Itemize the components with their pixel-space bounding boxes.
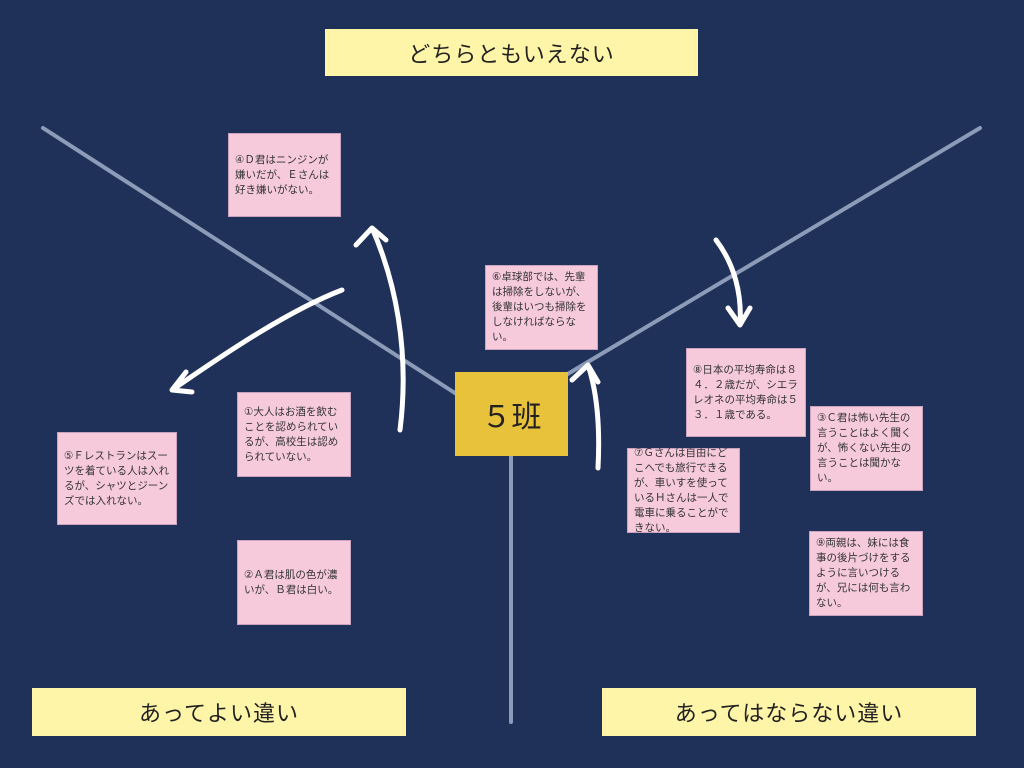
sticky-note-2[interactable]: ②Ａ君は肌の色が濃いが、Ｂ君は白い。 xyxy=(237,540,351,625)
sticky-note-1[interactable]: ①大人はお酒を飲むことを認められているが、高校生は認められていない。 xyxy=(237,392,351,477)
sticky-note-9[interactable]: ⑨両親は、妹には食事の後片づけをするように言いつけるが、兄には何も言わない。 xyxy=(809,531,923,616)
category-label-unacceptable: あってはならない違い xyxy=(602,688,976,736)
axis-left xyxy=(41,126,460,397)
category-label-neutral: どちらともいえない xyxy=(325,29,698,76)
sticky-note-5[interactable]: ⑤Ｆレストランはスーツを着ている人は入れるが、シャツとジーンズでは入れない。 xyxy=(57,432,177,525)
axis-right xyxy=(564,126,982,377)
sticky-note-4[interactable]: ④Ｄ君はニンジンが嫌いだが、Ｅさんは好き嫌いがない。 xyxy=(228,133,341,217)
sticky-note-7[interactable]: ⑦Ｇさんは自由にどこへでも旅行できるが、車いすを使っているＨさんは一人で電車に乗… xyxy=(627,447,740,534)
group-title: ５班 xyxy=(455,372,568,456)
arrow-up-to-6 xyxy=(569,362,602,471)
sticky-note-8[interactable]: ⑧日本の平均寿命は８４．２歳だが、シエラレオネの平均寿命は５３．１歳である。 xyxy=(686,348,806,437)
arrow-up-to-4 xyxy=(353,225,406,433)
arrow-down-to-8 xyxy=(713,237,753,328)
sticky-note-6[interactable]: ⑥卓球部では、先輩は掃除をしないが、後輩はいつも掃除をしなければならない。 xyxy=(485,265,598,350)
sticky-note-3[interactable]: ③Ｃ君は怖い先生の言うことはよく聞くが、怖くない先生の言うことは聞かない。 xyxy=(810,406,923,491)
arrow-left-to-5 xyxy=(169,287,345,395)
category-label-acceptable: あってよい違い xyxy=(32,688,406,736)
